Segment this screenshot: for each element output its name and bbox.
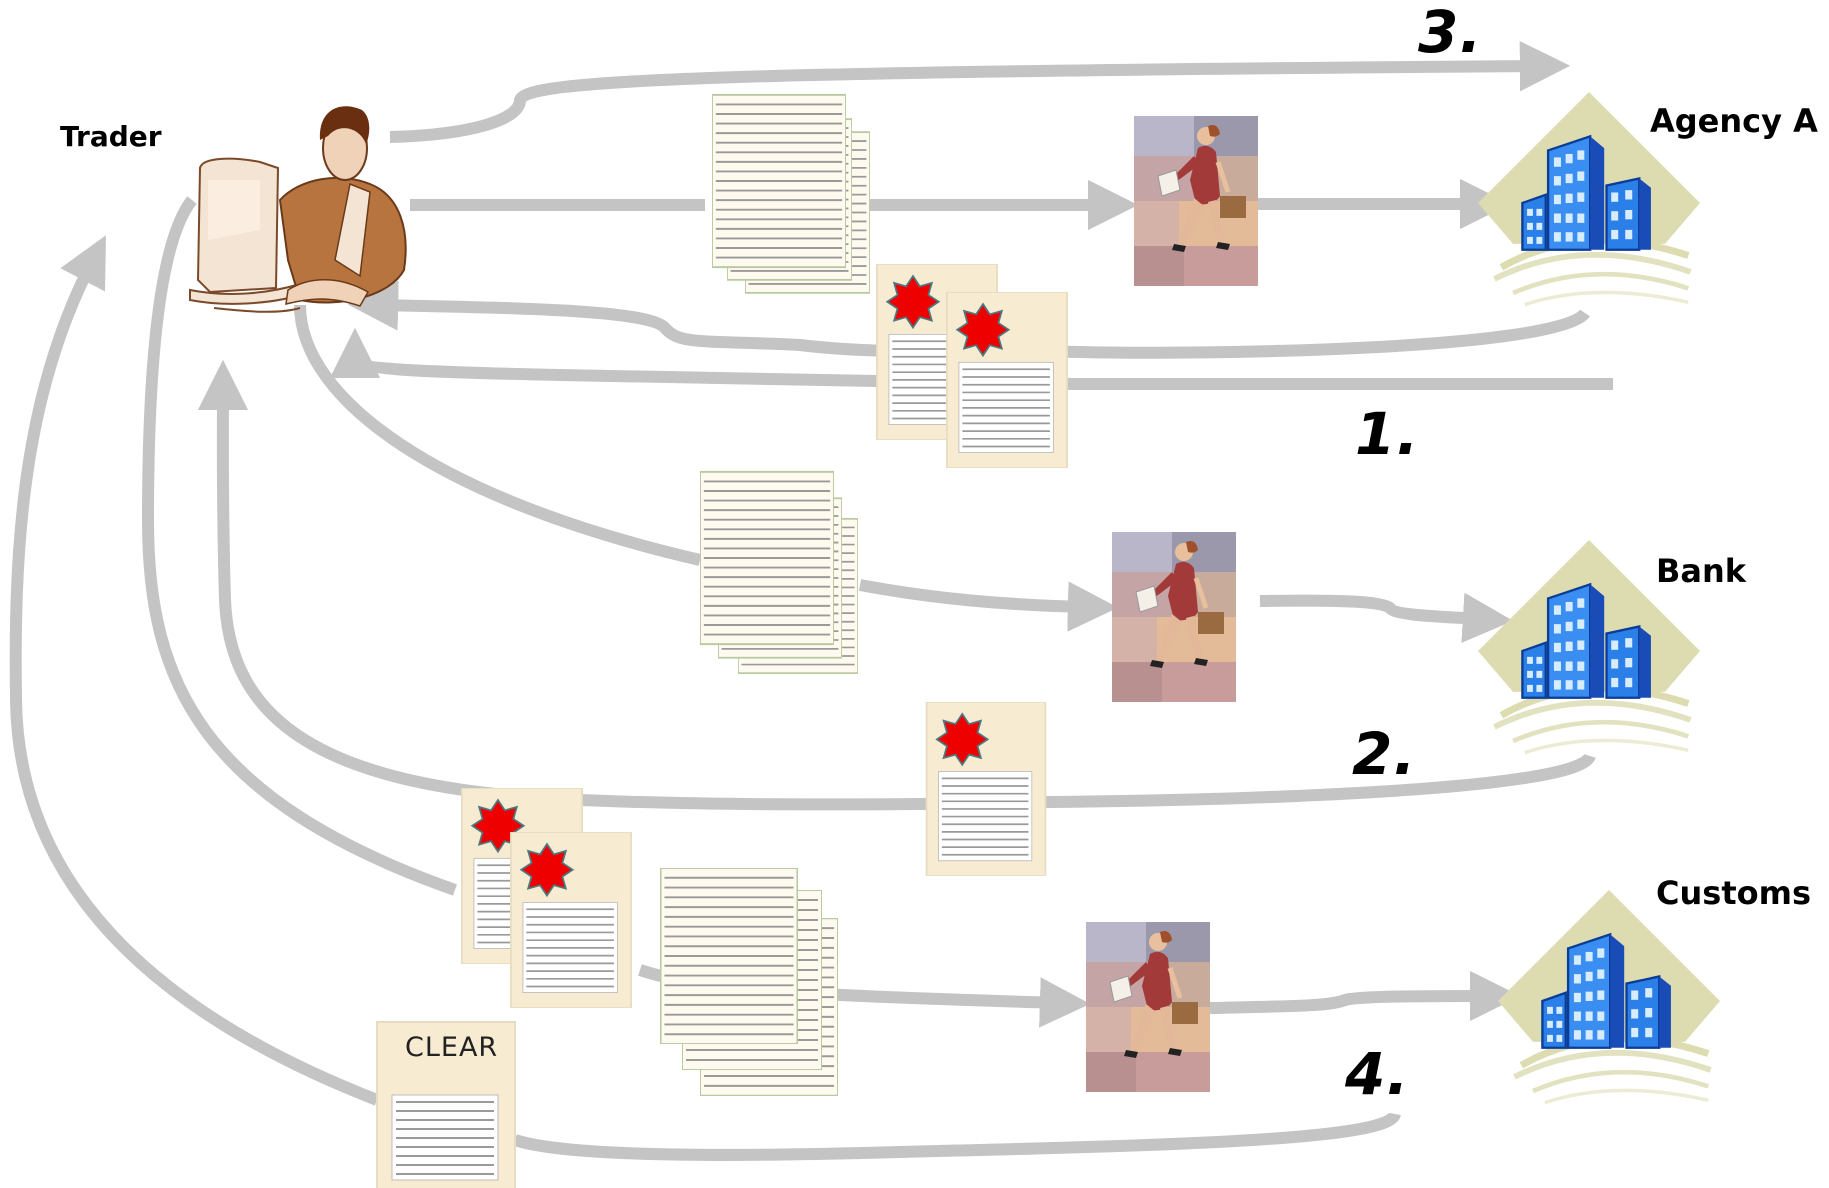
courier-icon	[1134, 116, 1258, 286]
clear-document	[376, 1021, 516, 1188]
courier-icon	[1086, 922, 1210, 1092]
arrow-trader-to-customs-docs	[141, 196, 457, 896]
arrow-step3-trader-to-agency	[389, 40, 1571, 143]
arrow-courier-to-bank	[1259, 592, 1514, 643]
customs-label: Customs	[1656, 874, 1811, 912]
clear-document-label: CLEAR	[405, 1032, 499, 1063]
courier-icon	[1112, 532, 1236, 702]
paper-stack-icon	[712, 93, 870, 294]
step-4-label: 4.	[1345, 1040, 1410, 1108]
step-2-label: 2.	[1352, 720, 1417, 788]
trader-label: Trader	[60, 120, 162, 153]
building-icon	[1498, 890, 1720, 1103]
arrow-docs-to-courier-bank	[858, 579, 1119, 632]
step-1-label: 1.	[1355, 400, 1420, 468]
stamped-document-icon	[875, 264, 1069, 468]
stamped-document-icon	[460, 788, 633, 1008]
arrow-trader-to-bank-docs	[294, 304, 702, 566]
paper-stack-icon	[660, 868, 838, 1096]
step-3-label: 3.	[1418, 0, 1483, 66]
arrow-courier-to-customs	[1209, 970, 1521, 1022]
paper-stack-icon	[700, 470, 858, 675]
arrow-clear-to-trader	[9, 235, 380, 1106]
arrow-bank-return	[197, 359, 1596, 811]
bank-label: Bank	[1656, 552, 1747, 590]
stamped-document-icon	[925, 702, 1047, 876]
agency-a-label: Agency A	[1650, 102, 1818, 140]
arrow-agency-return-upper	[347, 280, 1590, 359]
trader-at-computer-icon	[189, 106, 407, 313]
arrow-customs-return	[513, 1111, 1401, 1161]
